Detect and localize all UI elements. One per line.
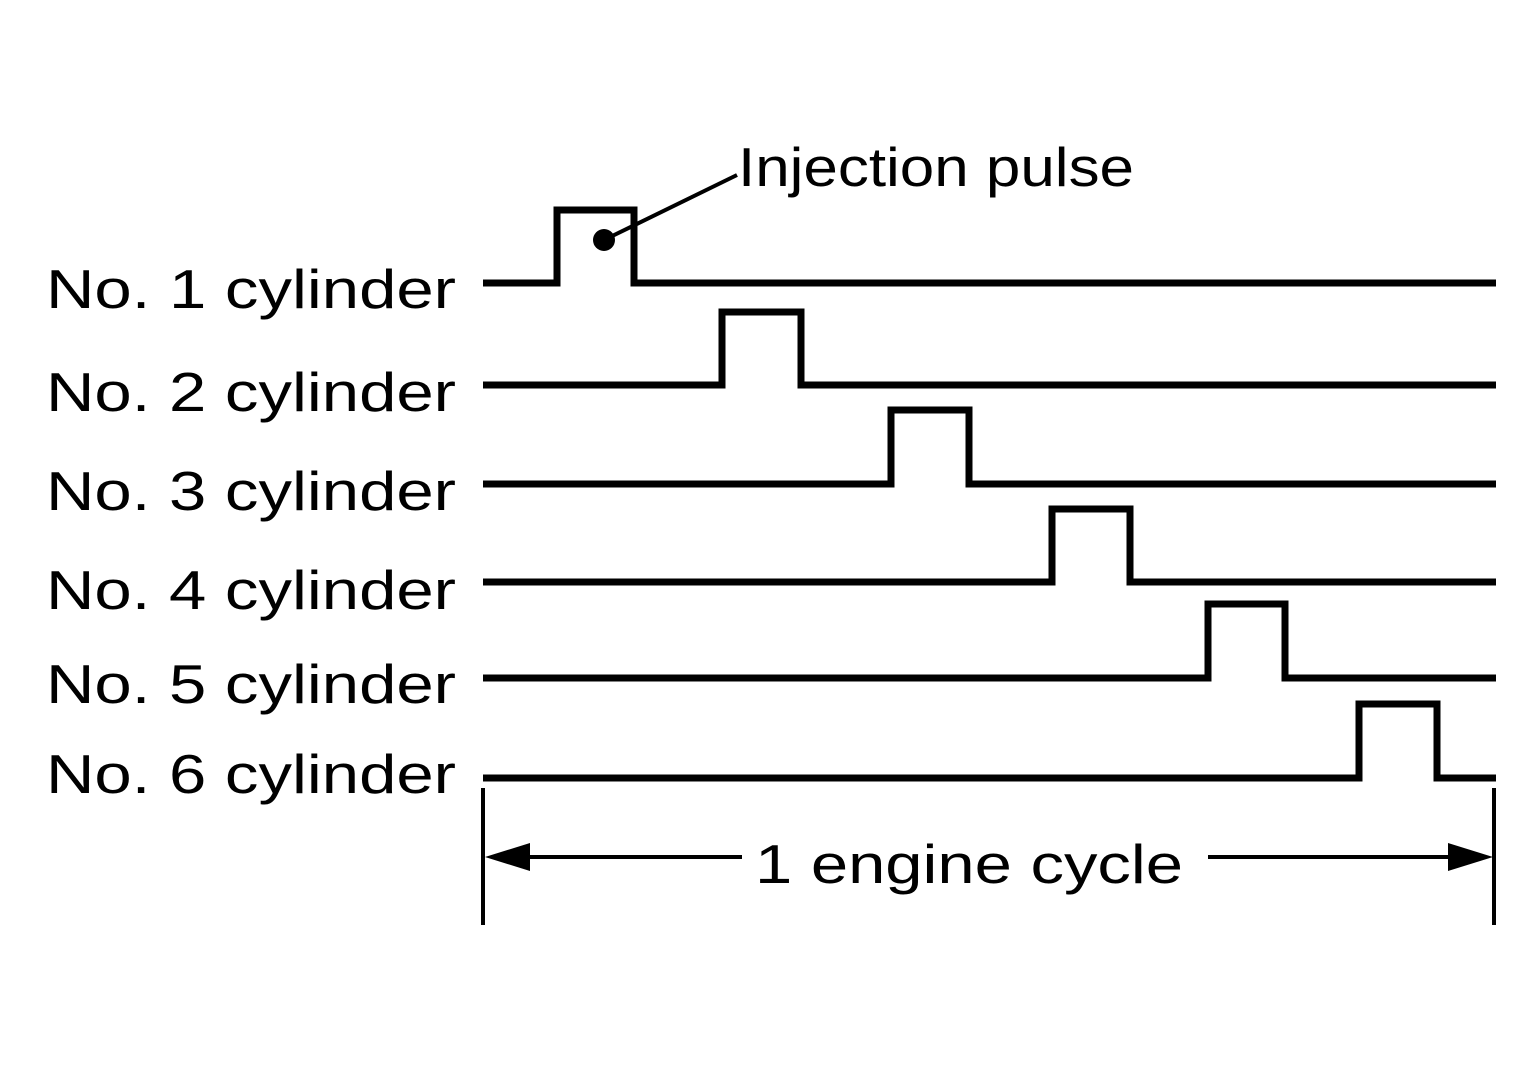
cylinder-label-4: No. 4 cylinder — [46, 559, 456, 621]
pulse-trace-cylinder-3 — [483, 406, 1496, 488]
pulse-trace-cylinder-6 — [483, 700, 1496, 782]
cylinder-label-3: No. 3 cylinder — [46, 460, 456, 522]
pulse-trace-cylinder-2 — [483, 308, 1496, 389]
callout-dot — [593, 229, 615, 251]
arrowhead-right — [1448, 843, 1493, 871]
cylinder-label-6: No. 6 cylinder — [46, 743, 456, 805]
pulse-trace-cylinder-1 — [483, 206, 1496, 287]
cycle-label: 1 engine cycle — [755, 833, 1183, 895]
arrowhead-left — [485, 843, 530, 871]
injection-pulse-callout: Injection pulse — [593, 136, 1134, 251]
pulse-waveforms — [483, 206, 1496, 782]
cylinder-label-1: No. 1 cylinder — [46, 258, 456, 320]
cylinder-labels: No. 1 cylinder No. 2 cylinder No. 3 cyli… — [46, 258, 456, 805]
callout-label: Injection pulse — [738, 136, 1134, 198]
cylinder-label-2: No. 2 cylinder — [46, 361, 456, 423]
cylinder-label-5: No. 5 cylinder — [46, 653, 456, 715]
pulse-trace-cylinder-5 — [483, 600, 1496, 682]
pulse-trace-cylinder-4 — [483, 505, 1496, 586]
callout-leader-line — [603, 173, 738, 242]
engine-cycle-dimension: 1 engine cycle — [481, 788, 1496, 925]
